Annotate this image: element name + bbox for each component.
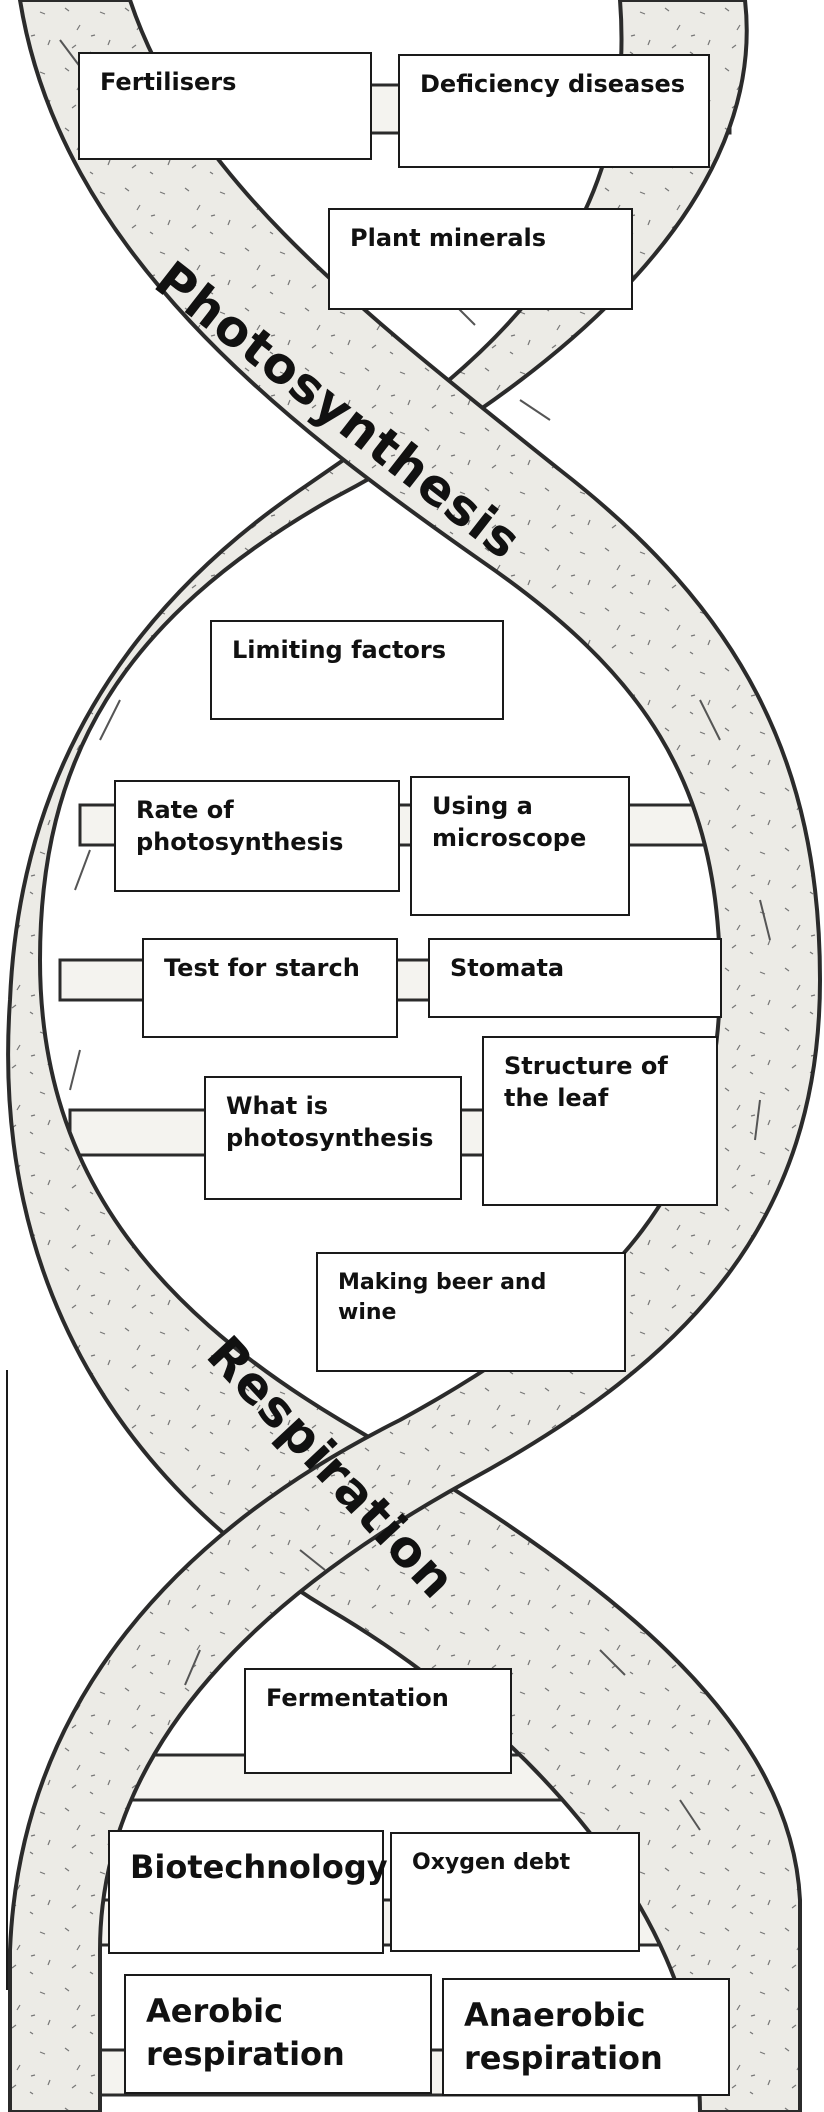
structure-of-the-leaf-box[interactable]: Structure of the leaf xyxy=(482,1036,718,1206)
anaerobic-respiration-box[interactable]: Anaerobic respiration xyxy=(442,1978,730,2096)
deficiency-diseases-box[interactable]: Deficiency diseases xyxy=(398,54,710,168)
limiting-factors-box[interactable]: Limiting factors xyxy=(210,620,504,720)
biotechnology-box[interactable]: Biotechnology xyxy=(108,1830,384,1954)
what-is-photosynthesis-box[interactable]: What is photosynthesis xyxy=(204,1076,462,1200)
plant-minerals-box[interactable]: Plant minerals xyxy=(328,208,633,310)
oxygen-debt-box[interactable]: Oxygen debt xyxy=(390,1832,640,1952)
fermentation-box[interactable]: Fermentation xyxy=(244,1668,512,1774)
using-a-microscope-box[interactable]: Using a microscope xyxy=(410,776,630,916)
rate-of-photosynthesis-box[interactable]: Rate of photosynthesis xyxy=(114,780,400,892)
making-beer-and-wine-box[interactable]: Making beer and wine xyxy=(316,1252,626,1372)
test-for-starch-box[interactable]: Test for starch xyxy=(142,938,398,1038)
aerobic-respiration-box[interactable]: Aerobic respiration xyxy=(124,1974,432,2094)
fertilisers-box[interactable]: Fertilisers xyxy=(78,52,372,160)
left-edge-frame xyxy=(0,1370,8,1990)
stomata-box[interactable]: Stomata xyxy=(428,938,722,1018)
